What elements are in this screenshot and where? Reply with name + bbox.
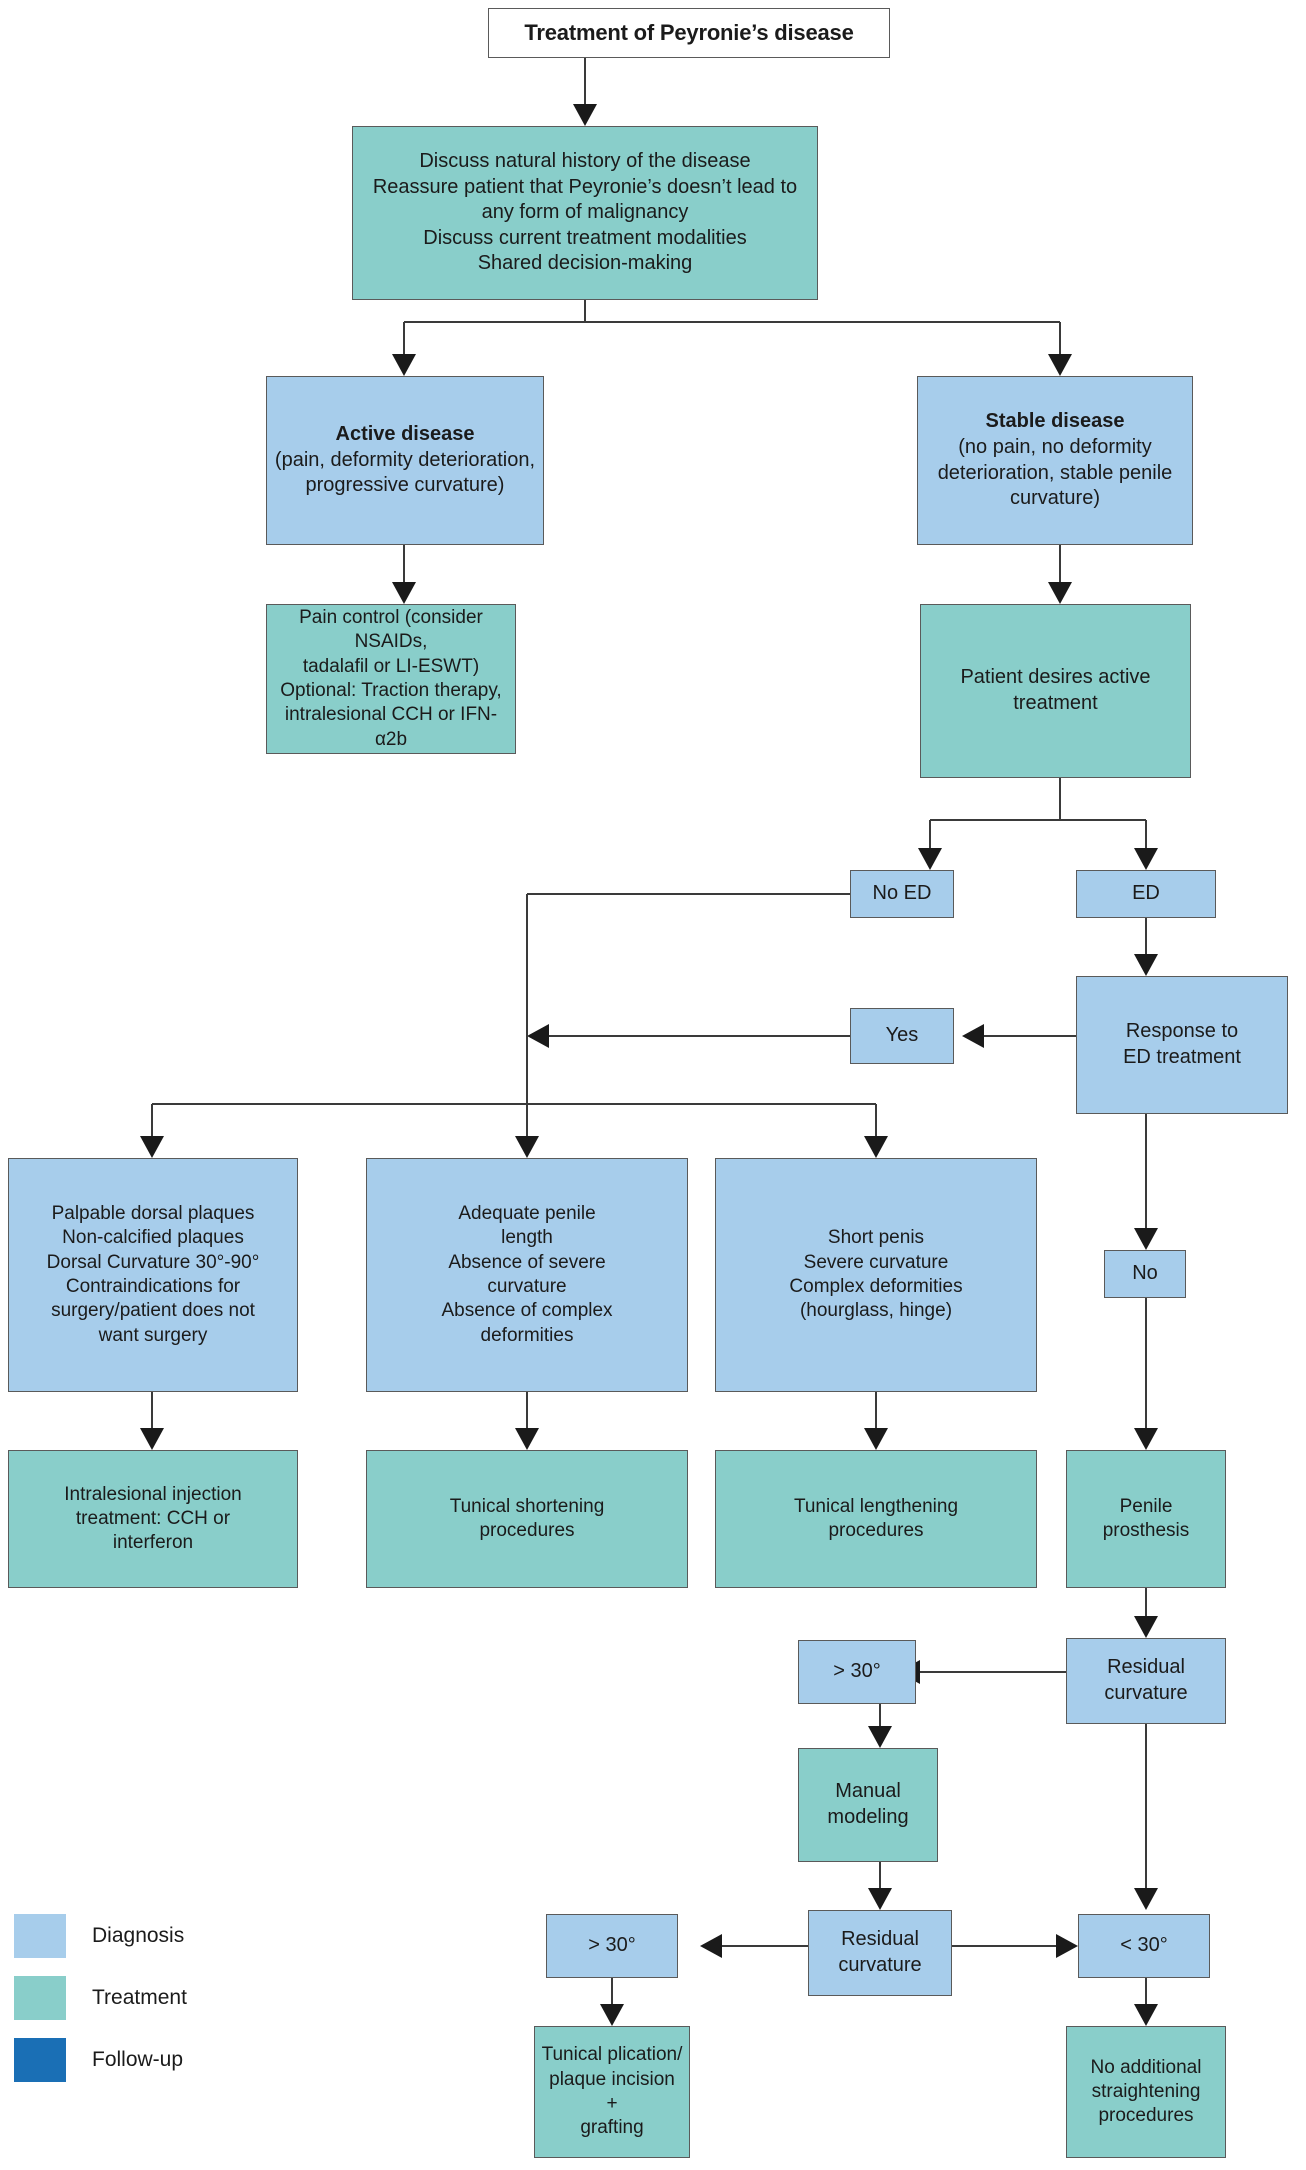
node-tunical-lengthening: Tunical lengthening procedures [715,1450,1037,1588]
node-no-additional: No additional straightening procedures [1066,2026,1226,2158]
legend-item-treatment: Treatment [14,1967,187,2029]
node-response-to-ed-label: Response to ED treatment [1123,1020,1241,1068]
node-stable-disease-body: (no pain, no deformity deterioration, st… [937,435,1173,510]
node-criteria-lengthening: Short penis Severe curvature Complex def… [715,1158,1037,1392]
node-penile-prosthesis: Penile prosthesis [1066,1450,1226,1588]
legend-item-diagnosis: Diagnosis [14,1905,187,1967]
node-criteria-shortening: Adequate penile length Absence of severe… [366,1158,688,1392]
node-lt30: < 30° [1078,1914,1210,1978]
node-response-to-ed: Response to ED treatment [1076,976,1288,1114]
node-patient-desires: Patient desires active treatment [920,604,1191,778]
node-ed: ED [1076,870,1216,918]
legend-label-diagnosis: Diagnosis [92,1924,185,1947]
legend-swatch-treatment [14,1976,66,2020]
node-tunical-shortening: Tunical shortening procedures [366,1450,688,1588]
node-tunical-lengthening-label: Tunical lengthening procedures [793,1495,959,1541]
node-no: No [1104,1250,1186,1298]
node-criteria-lengthening-label: Short penis Severe curvature Complex def… [789,1227,963,1322]
node-intralesional-injection: Intralesional injection treatment: CCH o… [8,1450,298,1588]
node-gt30-2-label: > 30° [588,1934,636,1957]
legend-label-followup: Follow-up [92,2048,184,2071]
legend-swatch-followup [14,2038,66,2082]
node-active-disease-heading: Active disease [335,423,475,446]
legend: Diagnosis Treatment Follow-up [14,1905,187,2091]
legend-swatch-diagnosis [14,1914,66,1958]
node-intralesional-injection-label: Intralesional injection treatment: CCH o… [64,1483,242,1554]
node-active-disease-body: (pain, deformity deterioration, progress… [274,448,536,497]
node-title: Treatment of Peyronie’s disease [488,8,890,58]
node-criteria-shortening-label: Adequate penile length Absence of severe… [441,1203,613,1346]
node-lt30-label: < 30° [1120,1934,1168,1957]
node-residual-curvature-2-label: Residual curvature [838,1928,922,1976]
node-gt30-2: > 30° [546,1914,678,1978]
node-yes-label: Yes [885,1024,919,1047]
node-no-additional-label: No additional straightening procedures [1090,2056,1202,2127]
node-active-disease: Active disease (pain, deformity deterior… [266,376,544,545]
node-residual-curvature-1: Residual curvature [1066,1638,1226,1724]
node-criteria-injection: Palpable dorsal plaques Non-calcified pl… [8,1158,298,1392]
node-gt30-1-label: > 30° [833,1660,881,1683]
node-no-label: No [1132,1262,1158,1285]
node-pain-control: Pain control (consider NSAIDs, tadalafil… [266,604,516,754]
node-title-label: Treatment of Peyronie’s disease [524,19,854,45]
legend-label-treatment: Treatment [92,1986,187,2009]
node-residual-curvature-2: Residual curvature [808,1910,952,1996]
node-pain-control-label: Pain control (consider NSAIDs, tadalafil… [280,607,502,750]
node-patient-desires-label: Patient desires active treatment [960,666,1151,714]
node-counselling-label: Discuss natural history of the disease R… [372,150,798,275]
node-penile-prosthesis-label: Penile prosthesis [1102,1495,1190,1541]
node-residual-curvature-1-label: Residual curvature [1104,1656,1188,1704]
node-yes: Yes [850,1008,954,1064]
node-no-ed-label: No ED [872,882,932,905]
node-manual-modeling-label: Manual modeling [827,1780,909,1828]
node-tunical-plication-label: Tunical plication/ plaque incision + gra… [541,2044,683,2139]
node-no-ed: No ED [850,870,954,918]
node-gt30-1: > 30° [798,1640,916,1704]
node-tunical-shortening-label: Tunical shortening procedures [449,1495,605,1541]
node-stable-disease-heading: Stable disease [985,410,1125,433]
node-ed-label: ED [1132,882,1160,905]
legend-item-followup: Follow-up [14,2029,187,2091]
node-criteria-injection-label: Palpable dorsal plaques Non-calcified pl… [46,1203,260,1346]
node-manual-modeling: Manual modeling [798,1748,938,1862]
node-tunical-plication: Tunical plication/ plaque incision + gra… [534,2026,690,2158]
node-counselling: Discuss natural history of the disease R… [352,126,818,300]
node-stable-disease: Stable disease (no pain, no deformity de… [917,376,1193,545]
